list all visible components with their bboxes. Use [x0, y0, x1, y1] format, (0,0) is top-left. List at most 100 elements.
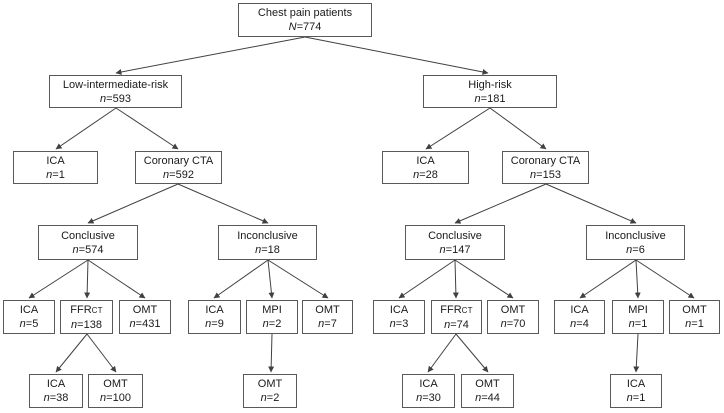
flow-arrow [87, 259, 146, 299]
flow-arrow [452, 259, 459, 299]
flow-arrow [267, 259, 275, 299]
count-value: =181 [480, 92, 506, 105]
node-title: OMT [500, 304, 526, 316]
count-value: =9 [211, 318, 224, 330]
count-variable: n [260, 392, 267, 404]
node-omt-after-ffrct-low: OMT n=100 [88, 374, 143, 408]
node-count: n=30 [416, 391, 441, 405]
node-count: n=2 [263, 317, 282, 331]
count-variable: n [439, 243, 446, 256]
count-value: =574 [78, 243, 104, 256]
flow-arrow [267, 259, 329, 299]
node-title-subscript: CT [91, 305, 103, 315]
node-count: n=2 [261, 391, 280, 405]
node-title: OMT [475, 378, 500, 390]
count-variable: n [413, 168, 420, 181]
flow-arrow [398, 259, 456, 299]
node-count: n=431 [130, 317, 161, 331]
node-count: n=138 [71, 318, 102, 332]
count-variable: n [43, 392, 50, 404]
count-value: =774 [296, 21, 322, 33]
node-ica-high: ICA n=28 [382, 151, 469, 184]
flow-arrow [454, 259, 514, 299]
flow-arrow [268, 333, 275, 373]
node-conclusive-low: Conclusive n=574 [38, 225, 138, 260]
node-omt-after-ffrct-high: OMT n=44 [461, 374, 514, 408]
node-conclusive-high: Conclusive n=147 [405, 225, 505, 260]
node-ffrct-low: FFRCT n=138 [60, 300, 113, 334]
node-title: Inconclusive [237, 229, 298, 242]
node-mpi-high: MPI n=1 [612, 300, 664, 334]
node-title-text: FFR [70, 303, 92, 316]
node-count: n=181 [475, 92, 506, 106]
node-title: OMT [103, 378, 128, 390]
count-variable: n [163, 168, 170, 181]
count-value: =70 [506, 318, 526, 330]
flow-arrow [545, 183, 637, 224]
count-variable: n [570, 318, 577, 330]
node-ica-low-conclusive: ICA n=5 [3, 300, 55, 334]
node-count: n=9 [205, 317, 224, 331]
count-variable: n [626, 392, 633, 404]
node-count: n=1 [685, 317, 704, 331]
count-variable: n [628, 318, 635, 330]
node-high-risk: High-risk n=181 [423, 75, 557, 108]
node-title: OMT [257, 378, 283, 390]
flow-arrow [489, 107, 547, 150]
count-variable: n [500, 318, 507, 330]
flow-arrow [115, 107, 179, 150]
node-title-text: FFR [440, 303, 462, 316]
node-title: ICA [416, 154, 435, 167]
node-title: ICA [419, 378, 438, 390]
count-value: =18 [261, 243, 280, 256]
node-count: N=774 [289, 20, 322, 34]
node-title-subscript: CT [461, 305, 473, 315]
count-variable: n [46, 168, 53, 181]
count-variable: n [530, 168, 537, 181]
node-count: n=74 [444, 318, 469, 332]
count-value: =44 [481, 392, 500, 404]
flow-arrow [213, 259, 269, 299]
flow-arrow [633, 333, 640, 373]
count-value: =2 [266, 392, 280, 404]
count-value: =138 [77, 318, 102, 331]
node-ica-after-ffrct-low: ICA n=38 [29, 374, 83, 408]
node-count: n=574 [73, 243, 104, 257]
node-title: ICA [205, 304, 224, 316]
node-count: n=70 [501, 317, 526, 331]
node-count: n=5 [20, 317, 39, 331]
count-variable: n [626, 243, 633, 256]
node-ica-low-inconclusive: ICA n=9 [188, 300, 241, 334]
count-variable: n [71, 318, 78, 331]
count-variable: n [389, 318, 396, 330]
node-low-intermediate-risk: Low-intermediate-risk n=593 [49, 75, 182, 108]
node-title: FFRCT [70, 303, 102, 318]
flow-arrow [55, 107, 117, 150]
node-count: n=1 [46, 168, 65, 182]
node-count: n=4 [570, 317, 589, 331]
count-value: =1 [632, 392, 646, 404]
node-omt-high-conclusive: OMT n=70 [487, 300, 539, 334]
node-title: ICA [389, 304, 409, 316]
count-value: =6 [632, 243, 645, 256]
node-title: ICA [626, 378, 646, 390]
node-chest-pain-patients: Chest pain patients N=774 [238, 3, 372, 37]
flow-arrow [28, 259, 89, 299]
node-ica-after-ffrct-high: ICA n=30 [402, 374, 455, 408]
count-variable: n [100, 392, 107, 404]
node-ica-high-inconclusive: ICA n=4 [554, 300, 605, 334]
node-title: OMT [132, 304, 158, 316]
node-title: Conclusive [61, 229, 115, 242]
node-count: n=1 [627, 391, 646, 405]
count-variable: n [205, 318, 212, 330]
node-count: n=147 [440, 243, 471, 257]
flow-arrow [634, 259, 641, 299]
node-title: Chest pain patients [257, 7, 353, 19]
count-variable: n [475, 392, 482, 404]
node-omt-low-inconclusive: OMT n=7 [302, 300, 353, 334]
flow-arrow [177, 183, 269, 224]
flow-arrow [425, 107, 491, 150]
node-title: OMT [315, 304, 340, 316]
node-title: Inconclusive [605, 229, 666, 242]
